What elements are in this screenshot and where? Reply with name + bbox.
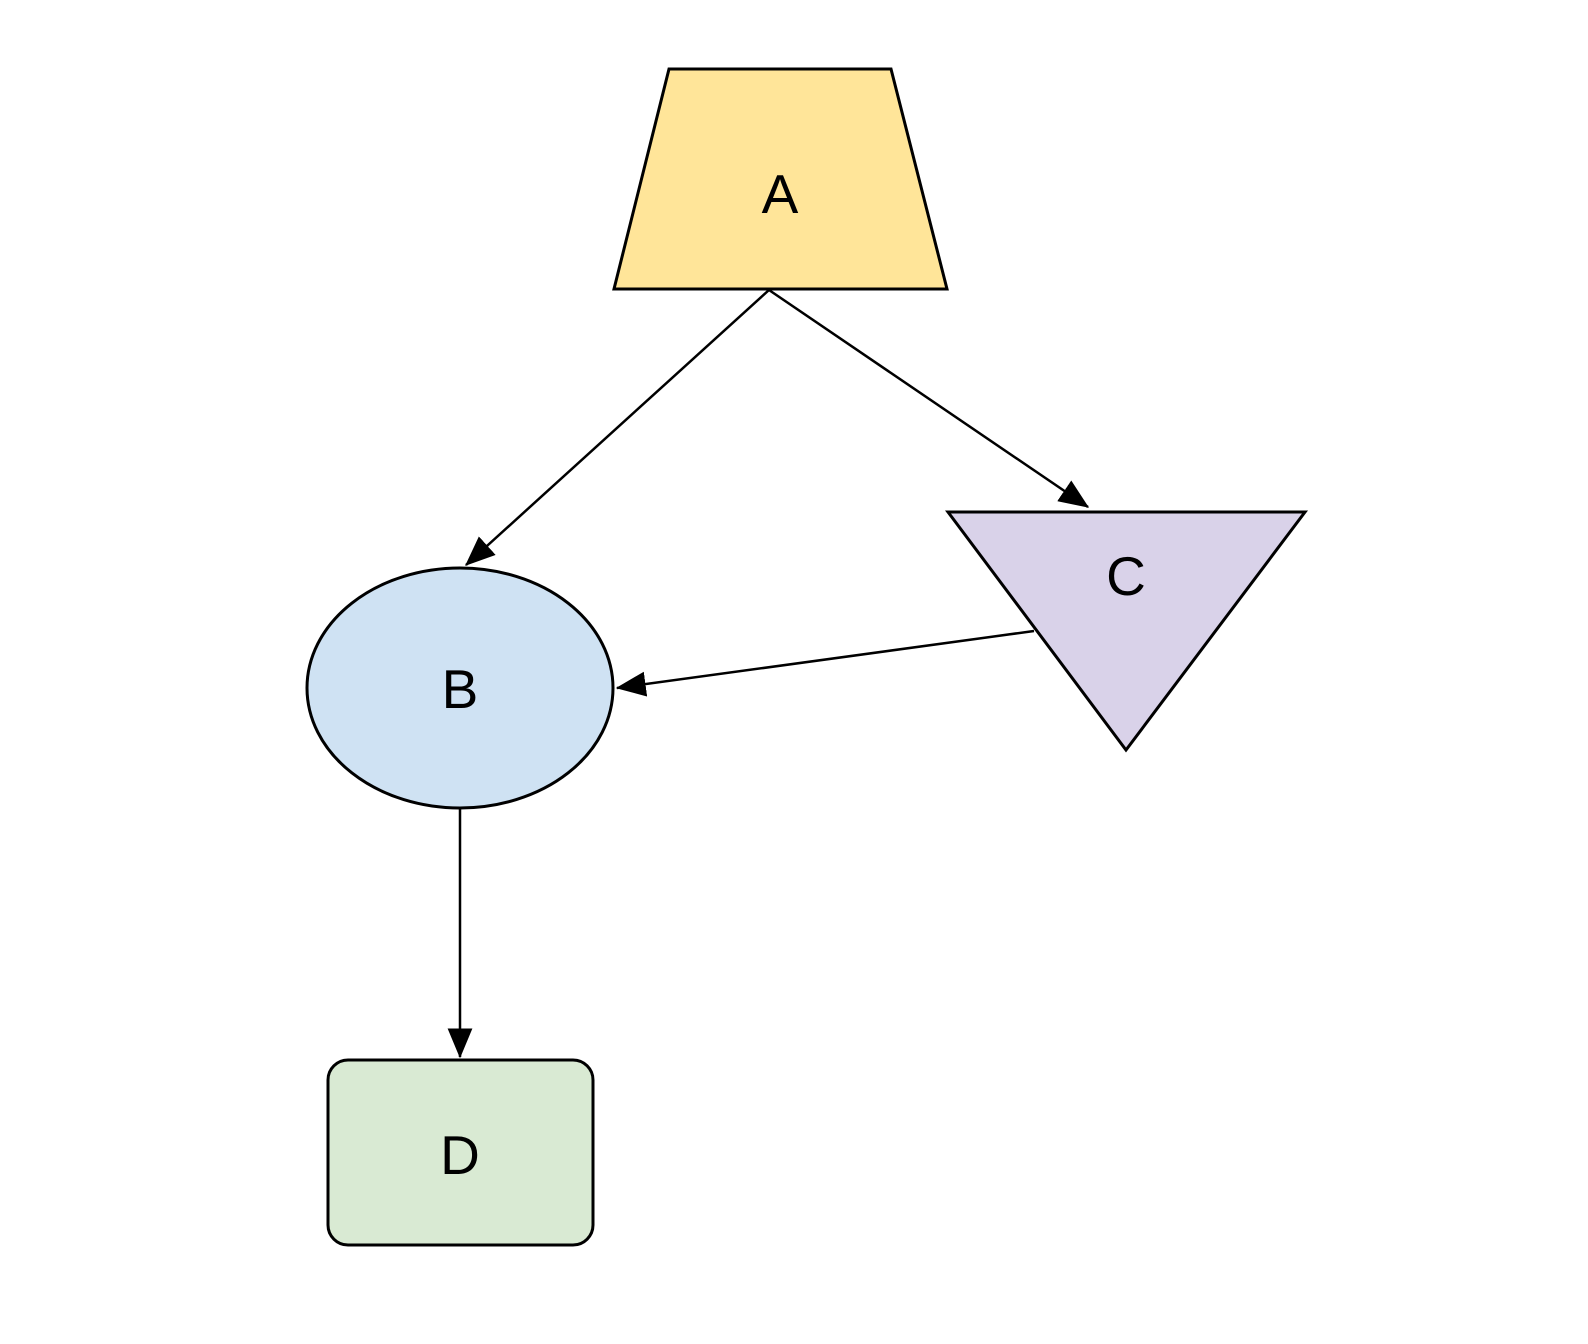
node-D-label: D [440,1124,480,1186]
edge-A-to-C [768,288,1090,509]
node-D-shape [326,1058,595,1247]
node-C-label: C [1106,545,1146,607]
node-B-label: B [442,658,479,720]
edge-A-to-B [465,289,770,566]
node-A-shape [612,67,949,291]
node-A-label: A [762,163,799,225]
node-B-shape [305,566,615,810]
edge-C-to-B [615,629,1035,697]
node-C-shape [945,510,1309,753]
